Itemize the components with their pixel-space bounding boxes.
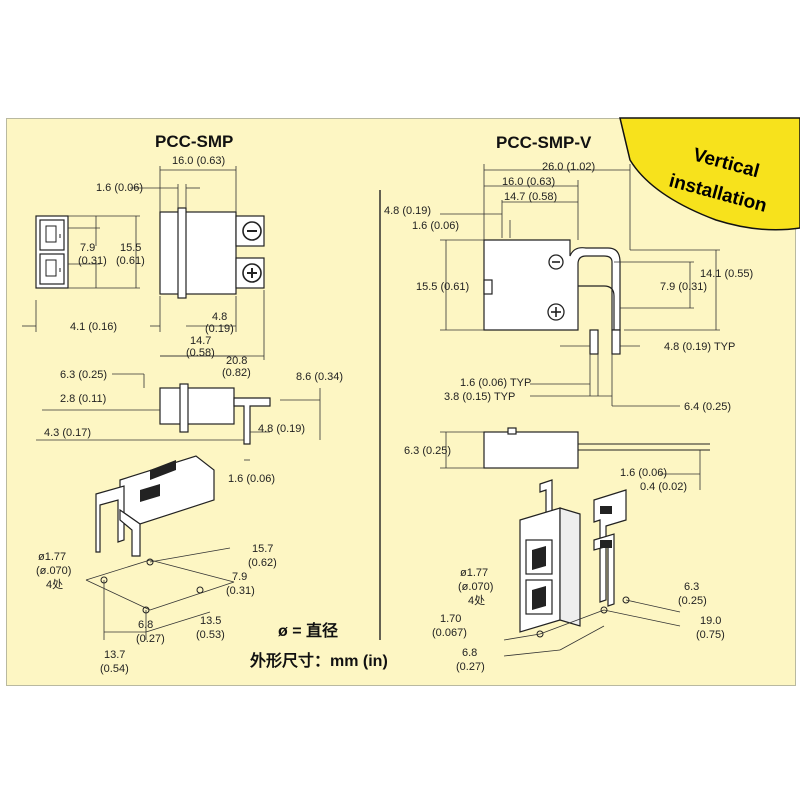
title-pcc-smp: PCC-SMP	[155, 132, 233, 151]
bottom-view-left	[36, 373, 321, 461]
hole-count-left: 4处	[46, 578, 63, 591]
dim-1-70-b: (0.067)	[432, 627, 467, 639]
dim-14-1: 14.1 (0.55)	[700, 268, 753, 280]
dim-15-7-b: (0.62)	[248, 557, 277, 569]
dim-1-6-typ: 1.6 (0.06) TYP	[460, 377, 531, 389]
dim-8-6: 8.6 (0.34)	[296, 371, 343, 383]
dim-14-7-a: 14.7	[190, 335, 211, 347]
dim-4-8-c: 4.8 (0.19)	[258, 423, 305, 435]
dim-6-4: 6.4 (0.25)	[684, 401, 731, 413]
dim-6-8-a-right: 6.8	[462, 647, 477, 659]
dim-15-5-b: (0.61)	[116, 255, 145, 267]
dim-3-8-typ: 3.8 (0.15) TYP	[444, 391, 515, 403]
dim-0-4: 0.4 (0.02)	[640, 481, 687, 493]
bottom-view-right	[440, 427, 710, 490]
dim-19-0-b: (0.75)	[696, 629, 725, 641]
dim-4-8-typ: 4.8 (0.19) TYP	[664, 341, 735, 353]
iso-view-right	[503, 479, 681, 657]
dim-16-0-right: 16.0 (0.63)	[502, 176, 555, 188]
dim-7-9-right: 7.9 (0.31)	[660, 281, 707, 293]
dim-1-6: 1.6 (0.06)	[96, 182, 143, 194]
dim-6-8-b-right: (0.27)	[456, 661, 485, 673]
dim-4-1: 4.1 (0.16)	[70, 321, 117, 333]
dim-4-8-a: 4.8	[212, 311, 227, 323]
dim-13-7-a: 13.7	[104, 649, 125, 661]
dim-13-5-b: (0.53)	[196, 629, 225, 641]
hole-dia-in-left: (ø.070)	[36, 565, 71, 577]
dim-20-8-b: (0.82)	[222, 367, 251, 379]
dim-7-9-b: (0.31)	[78, 255, 107, 267]
dim-14-7-right: 14.7 (0.58)	[504, 191, 557, 203]
dim-16-0: 16.0 (0.63)	[172, 155, 225, 167]
title-pcc-smp-v: PCC-SMP-V	[496, 133, 592, 152]
dim-13-7-b: (0.54)	[100, 663, 129, 675]
dim-19-0-a: 19.0	[700, 615, 721, 627]
dim-4-3: 4.3 (0.17)	[44, 427, 91, 439]
hole-dia-left: ø1.77	[38, 551, 66, 563]
dim-6-3-left: 6.3 (0.25)	[60, 369, 107, 381]
hole-count-right: 4处	[468, 594, 485, 607]
dim-15-5-right: 15.5 (0.61)	[416, 281, 469, 293]
dim-15-5-a: 15.5	[120, 242, 141, 254]
dim-6-3-right: 6.3 (0.25)	[404, 445, 451, 457]
dim-20-8-a: 20.8	[226, 355, 247, 367]
dim-6-3-a-iso: 6.3	[684, 581, 699, 593]
hole-dia-in-right: (ø.070)	[458, 581, 493, 593]
hole-dia-right: ø1.77	[460, 567, 488, 579]
dim-7-9-d: (0.31)	[226, 585, 255, 597]
front-view-left	[35, 215, 140, 289]
dim-1-70-a: 1.70	[440, 613, 461, 625]
iso-view-left	[85, 455, 235, 640]
dim-4-8-b: (0.19)	[205, 323, 234, 335]
dim-13-5-a: 13.5	[200, 615, 221, 627]
drawing-sheet	[6, 118, 796, 686]
legend-diameter: ø = 直径	[278, 621, 338, 640]
dim-6-8-a-left: 6.8	[138, 619, 153, 631]
vertical-installation-badge: Vertical installation	[619, 117, 800, 231]
dim-1-6-right: 1.6 (0.06)	[412, 220, 459, 232]
side-view-right	[440, 164, 720, 407]
dim-1-6-b-right: 1.6 (0.06)	[620, 467, 667, 479]
dim-7-9-a: 7.9	[80, 242, 95, 254]
dim-7-9-c: 7.9	[232, 571, 247, 583]
legend-units: 外形尺寸：mm (in)	[249, 651, 388, 670]
dim-4-8-right: 4.8 (0.19)	[384, 205, 431, 217]
dim-15-7-a: 15.7	[252, 543, 273, 555]
dim-2-8: 2.8 (0.11)	[60, 393, 106, 405]
side-view-left	[22, 166, 265, 360]
dim-26-0: 26.0 (1.02)	[542, 161, 595, 173]
dim-1-6-b: 1.6 (0.06)	[228, 473, 275, 485]
dim-14-7-b: (0.58)	[186, 347, 215, 359]
dim-6-3-b-iso: (0.25)	[678, 595, 707, 607]
dim-6-8-b-left: (0.27)	[136, 633, 165, 645]
